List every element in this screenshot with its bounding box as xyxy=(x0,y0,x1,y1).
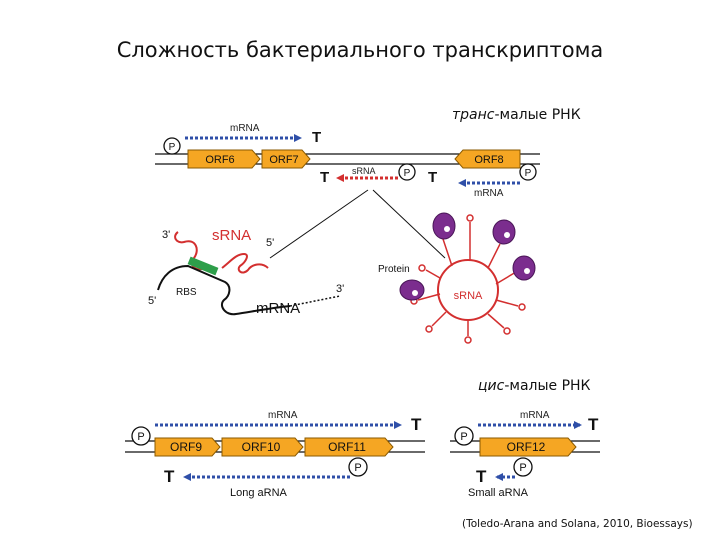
srna-3prime-label: 3' xyxy=(162,229,170,241)
orf8-promoter-label: P xyxy=(525,168,532,179)
protein-blob-highlights xyxy=(412,226,530,296)
orf7-label: ORF7 xyxy=(269,154,298,166)
cis1-promoter-label: P xyxy=(137,431,144,443)
mrna-dotted-end xyxy=(289,295,341,307)
orf6-label: ORF6 xyxy=(205,154,234,166)
cis-rest: -малые РНК xyxy=(504,378,591,394)
srna-terminator-label: T xyxy=(320,169,329,186)
long-arna-promoter-icon xyxy=(348,457,368,477)
mrna-3prime-label: 3' xyxy=(336,283,344,295)
srna-label-small: sRNA xyxy=(352,166,376,176)
cis-italic: цис xyxy=(478,378,505,394)
cis2-promoter-icon xyxy=(454,426,474,446)
long-arna-label: Long aRNA xyxy=(230,487,288,499)
cis-long-arna-locus: mRNA T P ORF9 ORF10 ORF11 T P Long aRNA xyxy=(125,410,425,499)
orf8-label: ORF8 xyxy=(474,154,503,166)
mrna-5prime-label: 5' xyxy=(148,295,156,307)
srna-tail xyxy=(221,252,269,274)
protein-blobs xyxy=(399,212,536,301)
orf8-promoter-icon xyxy=(519,163,537,181)
srna-strand xyxy=(174,231,207,271)
orf11-box xyxy=(304,437,394,457)
cis2-promoter-label: P xyxy=(460,431,467,443)
srna-5prime-label: 5' xyxy=(266,237,274,249)
cis2-terminator-label: T xyxy=(588,415,599,434)
orf12-label: ORF12 xyxy=(507,440,546,454)
trans-srna-heading: транс-малые РНК xyxy=(452,107,581,123)
connector-to-protein xyxy=(372,189,446,259)
orf10-label: ORF10 xyxy=(242,440,281,454)
orf8-terminator-label: T xyxy=(428,169,437,186)
small-arna-label: Small aRNA xyxy=(468,487,529,499)
orf8-mrna-label: mRNA xyxy=(474,188,504,199)
rbs-pairing-region xyxy=(187,256,219,276)
orf10-box xyxy=(221,437,304,457)
orf6-box xyxy=(187,149,261,169)
cis-small-arna-locus: mRNA T P ORF12 T P Small aRNA xyxy=(450,410,600,499)
orf7-box xyxy=(261,149,311,169)
srna-promoter-icon xyxy=(398,163,416,181)
trans-italic: транс xyxy=(452,107,495,123)
orf9-box xyxy=(154,437,221,457)
protein-sequestration: sRNA Protein xyxy=(378,212,536,344)
orf12-box xyxy=(479,437,577,457)
protein-label: Protein xyxy=(378,264,410,275)
small-arna-promoter-label: P xyxy=(519,462,526,474)
long-arna-promoter-label: P xyxy=(354,462,361,474)
trans-rest: -малые РНК xyxy=(494,107,581,123)
circle-srna-label: sRNA xyxy=(454,290,483,302)
long-arna-terminator-label: T xyxy=(164,467,175,486)
cis1-terminator-label: T xyxy=(411,415,422,434)
orf11-label: ORF11 xyxy=(328,440,366,454)
srna-promoter-label: P xyxy=(404,168,411,179)
cis1-mrna-label: mRNA xyxy=(268,410,298,421)
rbs-label: RBS xyxy=(176,287,197,298)
citation: (Toledo-Arana and Solana, 2010, Bioessay… xyxy=(462,518,693,530)
orf9-label: ORF9 xyxy=(170,440,202,454)
slide-title: Сложность бактериального транскриптома xyxy=(116,38,604,62)
promoter-label: P xyxy=(169,142,176,153)
orf8-box xyxy=(454,149,521,169)
terminator-label: T xyxy=(312,129,321,146)
cis1-promoter-icon xyxy=(131,426,151,446)
mrna-label-large: mRNA xyxy=(256,300,300,317)
srna-hairpins xyxy=(410,214,526,344)
srna-label-large: sRNA xyxy=(212,227,251,244)
mrna-strand xyxy=(157,264,291,316)
trans-locus: mRNA T P ORF6 ORF7 ORF8 sRNA T P T mRNA … xyxy=(155,123,540,259)
srna-mrna-pairing: 3' sRNA 5' RBS 5' 3' mRNA xyxy=(148,227,344,317)
small-arna-promoter-icon xyxy=(513,457,533,477)
promoter-icon xyxy=(163,137,181,155)
small-arna-terminator-label: T xyxy=(476,467,487,486)
cis2-mrna-label: mRNA xyxy=(520,410,550,421)
cis-srna-heading: цис-малые РНК xyxy=(478,378,591,394)
mrna-label-top: mRNA xyxy=(230,123,260,134)
connector-to-pairing xyxy=(269,189,369,259)
